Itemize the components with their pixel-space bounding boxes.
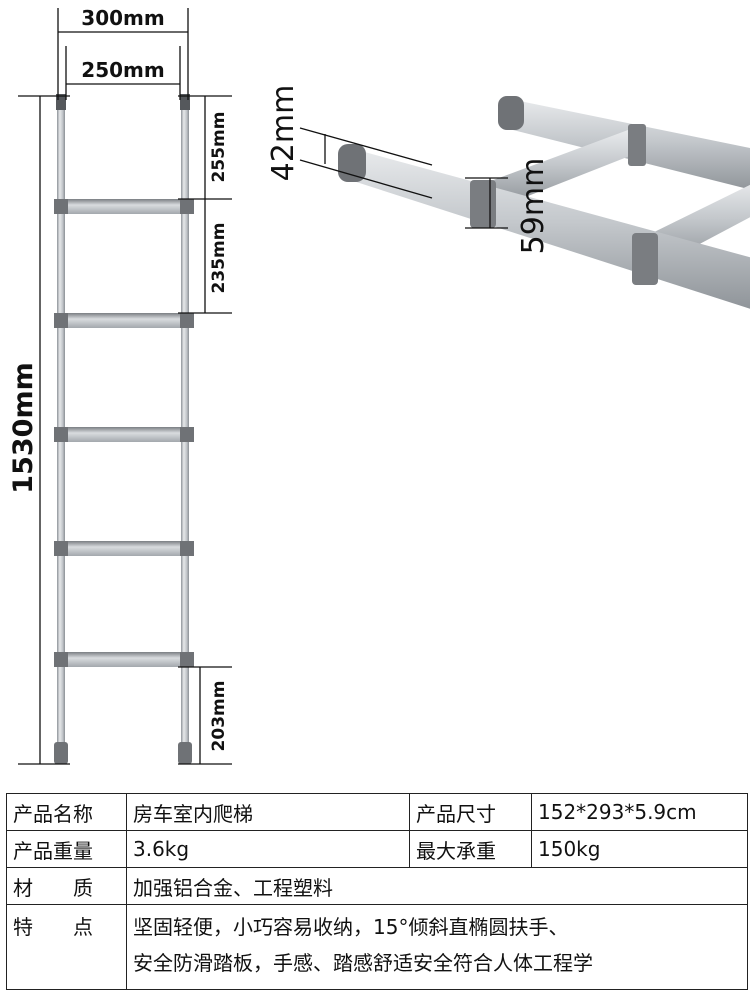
ladder-front-view xyxy=(54,94,194,764)
connector-height-label: 59mm xyxy=(516,158,551,255)
front-rail-joint xyxy=(470,180,496,228)
table-row: 产品名称 房车室内爬梯 产品尺寸 152*293*5.9cm xyxy=(6,793,748,831)
spec-table: 产品名称 房车室内爬梯 产品尺寸 152*293*5.9cm 产品重量 3.6k… xyxy=(6,793,748,990)
name-value: 房车室内爬梯 xyxy=(126,793,410,831)
total-height-label: 1530mm xyxy=(8,362,39,493)
features-line: 安全防滑踏板，手感、踏感舒适安全符合人体工程学 xyxy=(133,951,593,975)
table-row: 特 点 坚固轻便，小巧容易收纳，15°倾斜直椭圆扶手、 安全防滑踏板，手感、踏感… xyxy=(6,904,748,990)
ladder-step xyxy=(54,541,194,556)
top-gap-label: 255mm xyxy=(209,112,229,183)
front-rail-end-cap xyxy=(338,144,366,182)
back-rail-joint xyxy=(628,124,646,166)
closeup-dimension-lines xyxy=(299,127,508,229)
step-spacing-label: 235mm xyxy=(209,223,229,294)
outer-width-label: 300mm xyxy=(81,6,164,30)
back-rail-end-cap xyxy=(498,96,524,130)
ladder-step xyxy=(54,652,194,667)
features-label: 特 点 xyxy=(6,904,127,990)
right-foot xyxy=(178,742,192,764)
inner-width-label: 250mm xyxy=(81,58,164,82)
bottom-gap-label: 203mm xyxy=(209,681,229,752)
front-rail-joint xyxy=(632,233,658,285)
weight-value: 3.6kg xyxy=(126,830,410,868)
ladder-step xyxy=(54,313,194,328)
ladder-step xyxy=(54,199,194,214)
table-row: 材 质 加强铝合金、工程塑料 xyxy=(6,867,748,905)
left-top-hook xyxy=(56,94,66,110)
material-label: 材 质 xyxy=(6,867,127,905)
features-value: 坚固轻便，小巧容易收纳，15°倾斜直椭圆扶手、 安全防滑踏板，手感、踏感舒适安全… xyxy=(126,904,748,990)
left-foot xyxy=(54,742,68,764)
features-line: 坚固轻便，小巧容易收纳，15°倾斜直椭圆扶手、 xyxy=(133,915,569,939)
weight-label: 产品重量 xyxy=(6,830,127,868)
max-load-label: 最大承重 xyxy=(409,830,532,868)
ladder-diagram: 300mm 250mm 255mm 235mm 1530mm 203mm 42m… xyxy=(8,6,750,765)
right-top-hook xyxy=(180,94,190,110)
size-value: 152*293*5.9cm xyxy=(531,793,748,831)
rail-closeup-view xyxy=(338,96,750,309)
name-label: 产品名称 xyxy=(6,793,127,831)
dimension-lines xyxy=(18,8,232,765)
size-label: 产品尺寸 xyxy=(409,793,532,831)
max-load-value: 150kg xyxy=(531,830,748,868)
ladder-step xyxy=(54,427,194,442)
material-value: 加强铝合金、工程塑料 xyxy=(126,867,748,905)
upper-rung xyxy=(488,130,645,205)
table-row: 产品重量 3.6kg 最大承重 150kg xyxy=(6,830,748,868)
rail-height-label: 42mm xyxy=(266,85,301,182)
